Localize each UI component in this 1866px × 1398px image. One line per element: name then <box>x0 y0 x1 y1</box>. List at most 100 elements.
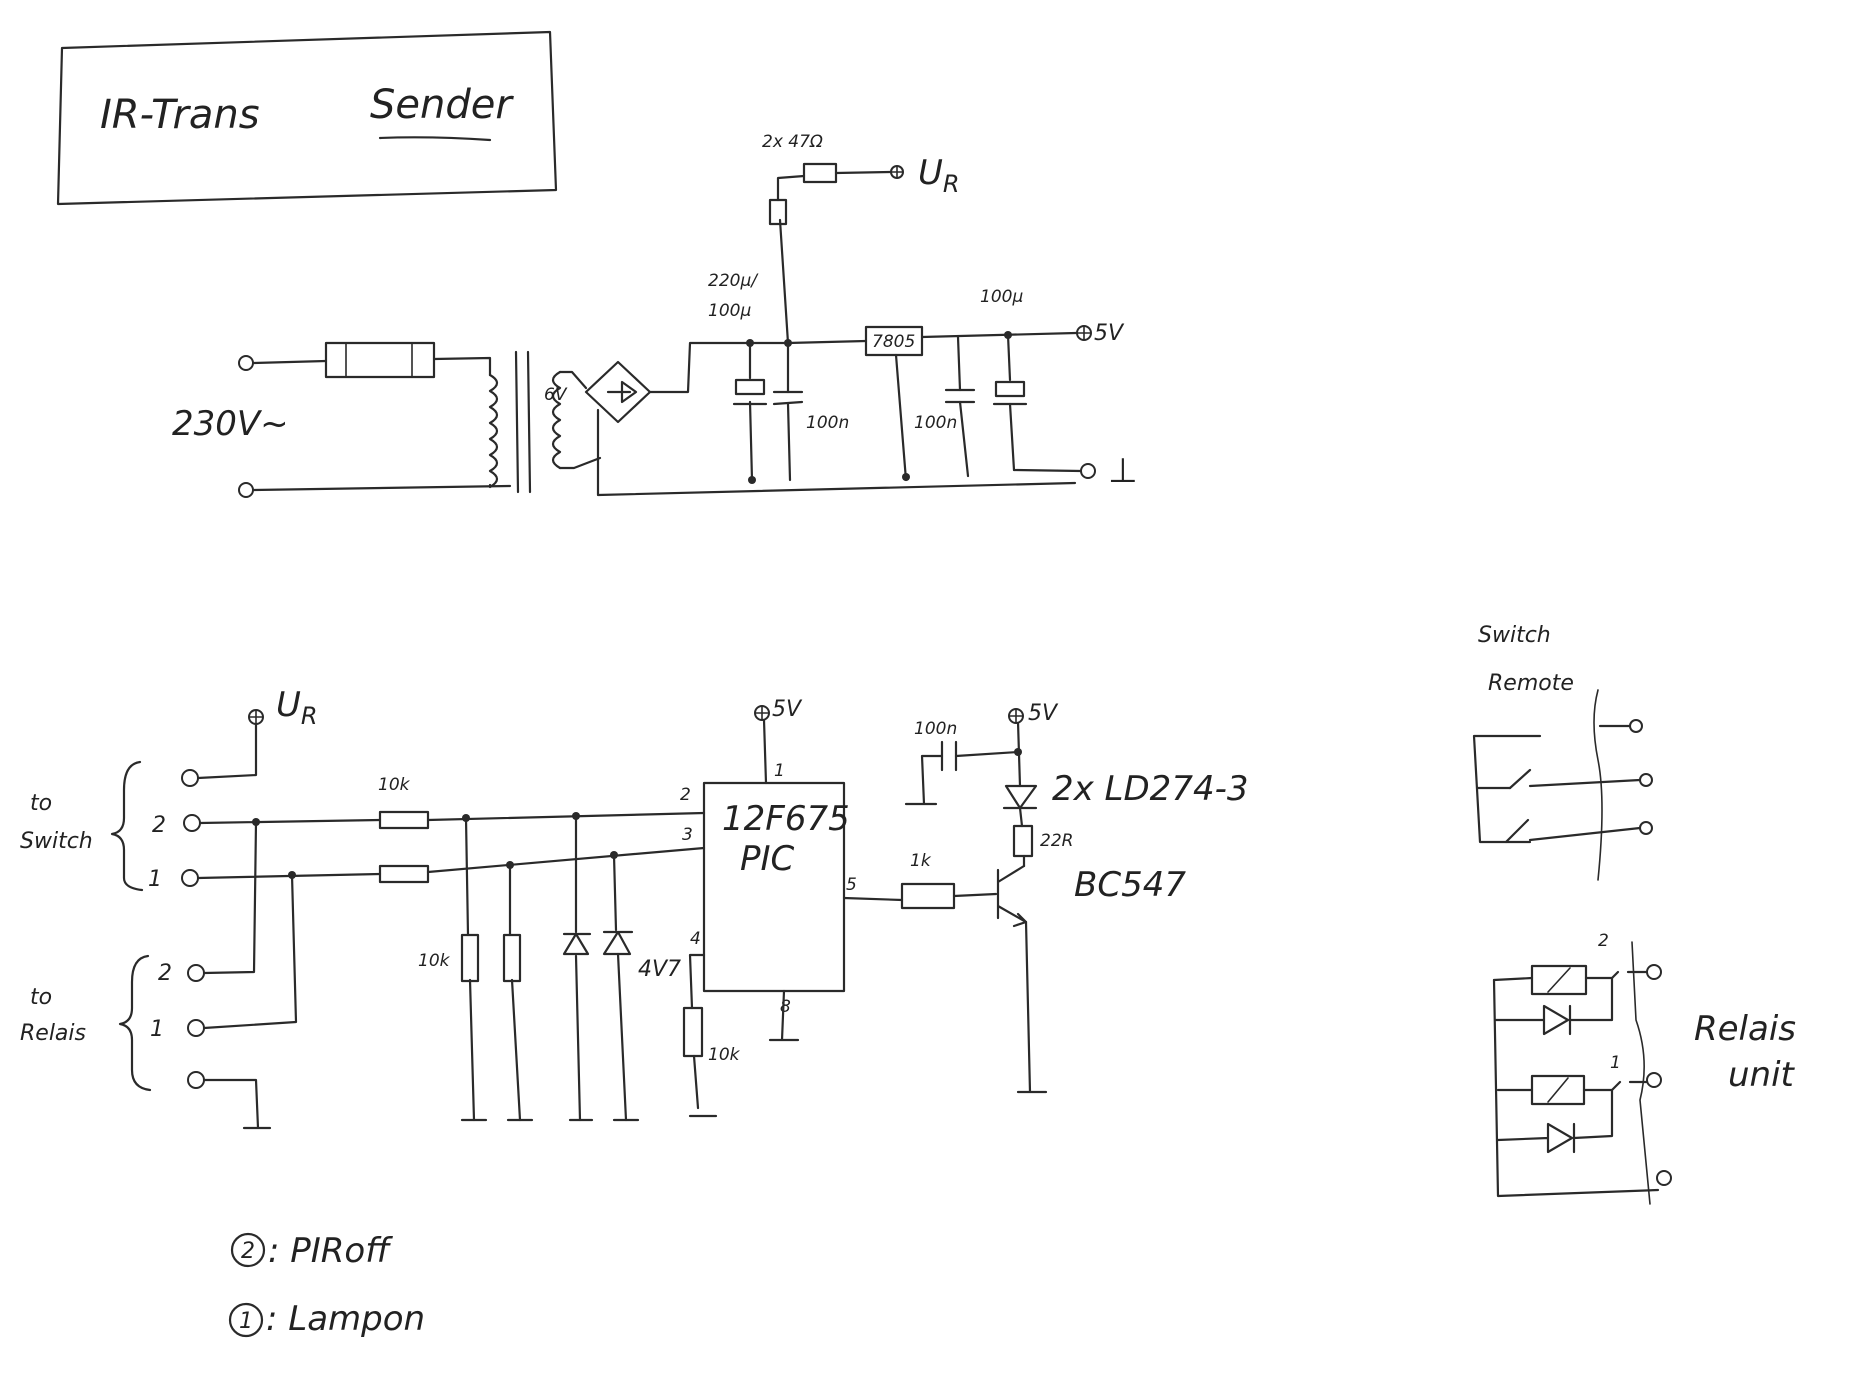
mcu-pin-8: 8 <box>780 997 791 1017</box>
mcu-pin-4: 4 <box>690 929 701 949</box>
secondary-wires <box>558 370 602 470</box>
cap-out-label: 100n <box>914 413 957 433</box>
switch-contact-2 <box>1504 818 1642 844</box>
relais-unit-frame <box>1492 978 1660 1198</box>
controller-circuit: UR to Switch 2 1 to Relais 2 1 10k <box>20 685 1248 1130</box>
bridge-out-minus <box>596 408 1077 497</box>
transformer-primary <box>488 373 499 489</box>
regulator-in <box>786 339 868 345</box>
wire-gp2-in <box>198 818 382 975</box>
relais-coil-2 <box>1530 964 1588 996</box>
legend: 2 : PIRoff 1 : Lampon <box>228 1231 425 1339</box>
led-wire <box>1018 806 1024 828</box>
ur-terminal-plus <box>890 165 904 179</box>
cap-bulk-label-2: 100µ <box>708 301 751 321</box>
relais-unit-terminal-gnd <box>1656 1170 1672 1186</box>
pulldown-wires <box>464 816 522 1122</box>
ir-led-label: 2x LD274-3 <box>1052 769 1248 809</box>
out-5v-plus <box>1077 326 1091 340</box>
wire-to-gp3 <box>426 846 706 874</box>
relais-unit: Relais unit 2 1 <box>1492 931 1796 1205</box>
regulator-out <box>920 331 1078 339</box>
cap-out-elko <box>994 380 1026 398</box>
transistor <box>996 864 1028 928</box>
series-resistor-h <box>802 162 838 184</box>
regulator-gnd <box>894 353 908 482</box>
ur-wire-3 <box>834 170 892 175</box>
mcu-pin-1: 1 <box>774 761 785 781</box>
relais-terminal-2 <box>187 964 205 982</box>
cap-out <box>944 388 976 404</box>
bridge-out-plus <box>648 341 790 394</box>
cap-in-wires <box>786 341 792 482</box>
fuse-inner <box>345 342 413 378</box>
relais-diode-1 <box>1496 1088 1614 1154</box>
mains-terminal-l <box>238 355 254 371</box>
relais-unit-terminal-1 <box>1646 1072 1662 1088</box>
relais-unit-label-1: Relais <box>1694 1009 1796 1049</box>
title-frame <box>56 30 558 206</box>
title-underline <box>378 136 492 142</box>
cap-out-elko-label: 100µ <box>980 287 1023 307</box>
relais-unit-label-2: unit <box>1728 1055 1796 1095</box>
junction <box>748 476 756 484</box>
mains-terminal-n <box>238 482 254 498</box>
transformer-core <box>514 350 532 494</box>
series-resistor-v <box>768 198 788 226</box>
power-supply: 230V~ 6V 2x 47Ω UR 220µ/ 100µ <box>172 132 1138 498</box>
transformer-secondary <box>551 370 562 470</box>
relais-unit-pin-1: 1 <box>1610 1053 1621 1073</box>
mcu-vcc-wire <box>762 718 768 785</box>
cap-decouple-label: 100n <box>914 719 957 739</box>
switch-remote: Switch Remote <box>1472 623 1653 881</box>
series-resistor-label: 2x 47Ω <box>762 132 823 152</box>
mcu-pin-5: 5 <box>846 875 857 895</box>
mcu-pin-3: 3 <box>682 825 693 845</box>
gp3-res-wire <box>688 953 706 1110</box>
switch-terminal-ur <box>181 769 199 787</box>
cap-bulk-wires <box>748 341 754 482</box>
res-base <box>900 882 956 910</box>
cap-bulk-label-1: 220µ/ <box>708 271 759 291</box>
mcu-label-1: 12F675 <box>722 799 850 839</box>
decouple-wire <box>904 750 1020 806</box>
res-pulldown-gp2 <box>460 933 480 983</box>
out-5v-label: 5V <box>1094 321 1125 346</box>
relais-pin-1-label: 1 <box>150 1017 164 1042</box>
mcu-label-2: PIC <box>740 839 795 879</box>
relais-terminal-gnd <box>187 1071 205 1089</box>
base-wire <box>952 892 998 898</box>
legend-num-1: 1 <box>239 1309 253 1334</box>
relais-coil-1-wire <box>1496 1080 1650 1092</box>
legend-marker-1 <box>228 1302 264 1338</box>
cap-bulk <box>734 378 766 396</box>
title-text: IR-Trans <box>100 92 260 138</box>
gnd-label: ⊥ <box>1108 451 1138 491</box>
res-in-label: 10k <box>378 775 411 795</box>
cap-out-wires <box>956 335 970 478</box>
res-pulldown-label: 10k <box>418 951 451 971</box>
relais-diode-2 <box>1494 976 1614 1036</box>
res-led-label: 22R <box>1040 831 1073 851</box>
relais-terminal-1 <box>187 1019 205 1037</box>
led-vcc-plus <box>1009 709 1023 723</box>
res-in-gp3 <box>378 864 430 884</box>
switch-remote-terminal-top <box>1629 719 1643 733</box>
switch-remote-label-1: Switch <box>1478 623 1551 648</box>
ir-led <box>1002 784 1038 810</box>
zener-gp2 <box>562 932 592 956</box>
secondary-voltage-label: 6V <box>544 385 568 405</box>
res-gp3-label: 10k <box>708 1045 741 1065</box>
led-vcc-label: 5V <box>1028 701 1059 726</box>
legend-marker-2 <box>230 1232 266 1268</box>
legend-num-2: 2 <box>241 1239 255 1264</box>
title-subtitle: Sender <box>370 82 514 128</box>
relais-unit-divider <box>1631 941 1651 1205</box>
brace-switch <box>110 760 144 892</box>
gnd-rail <box>1012 468 1083 473</box>
to-switch-label-1: to <box>30 791 52 816</box>
to-relais-label-1: to <box>30 985 52 1010</box>
cap-out-elko-wires <box>1006 333 1016 472</box>
res-led <box>1012 824 1034 858</box>
